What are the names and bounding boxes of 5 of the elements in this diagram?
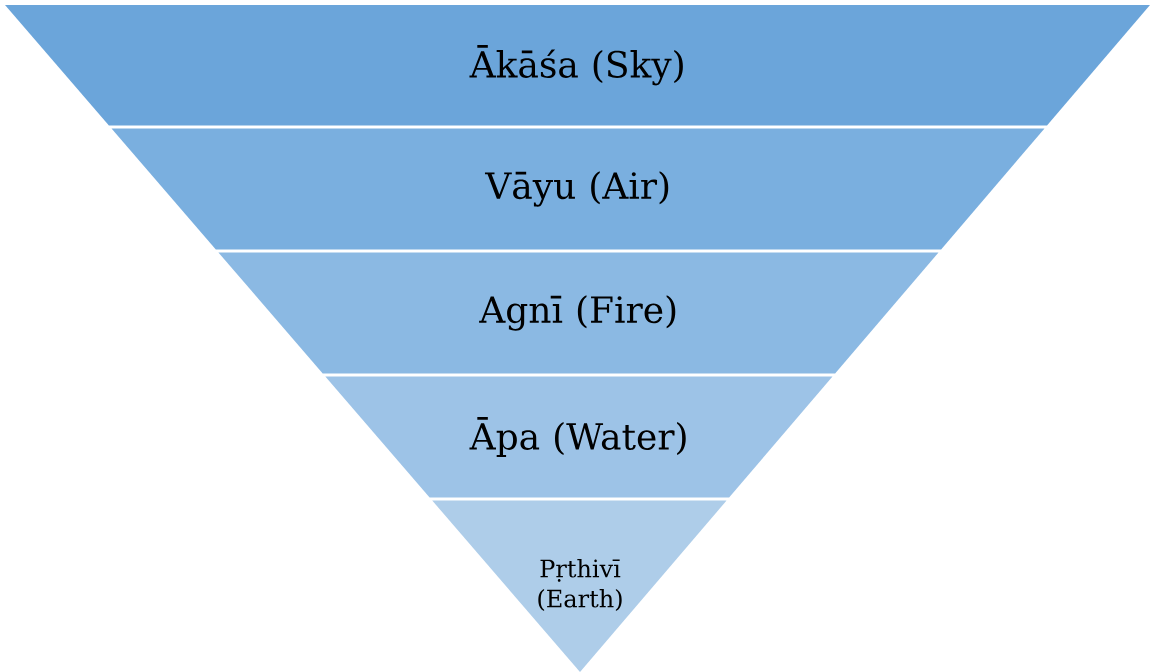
funnel-band: Ākāśa (Sky) [5,5,1150,126]
funnel-band: Pṛthivī (Earth) [432,500,727,672]
funnel-band: Vāyu (Air) [111,128,1045,250]
funnel-band: Āpa (Water) [325,376,833,498]
funnel-band: Agnī (Fire) [218,252,939,374]
